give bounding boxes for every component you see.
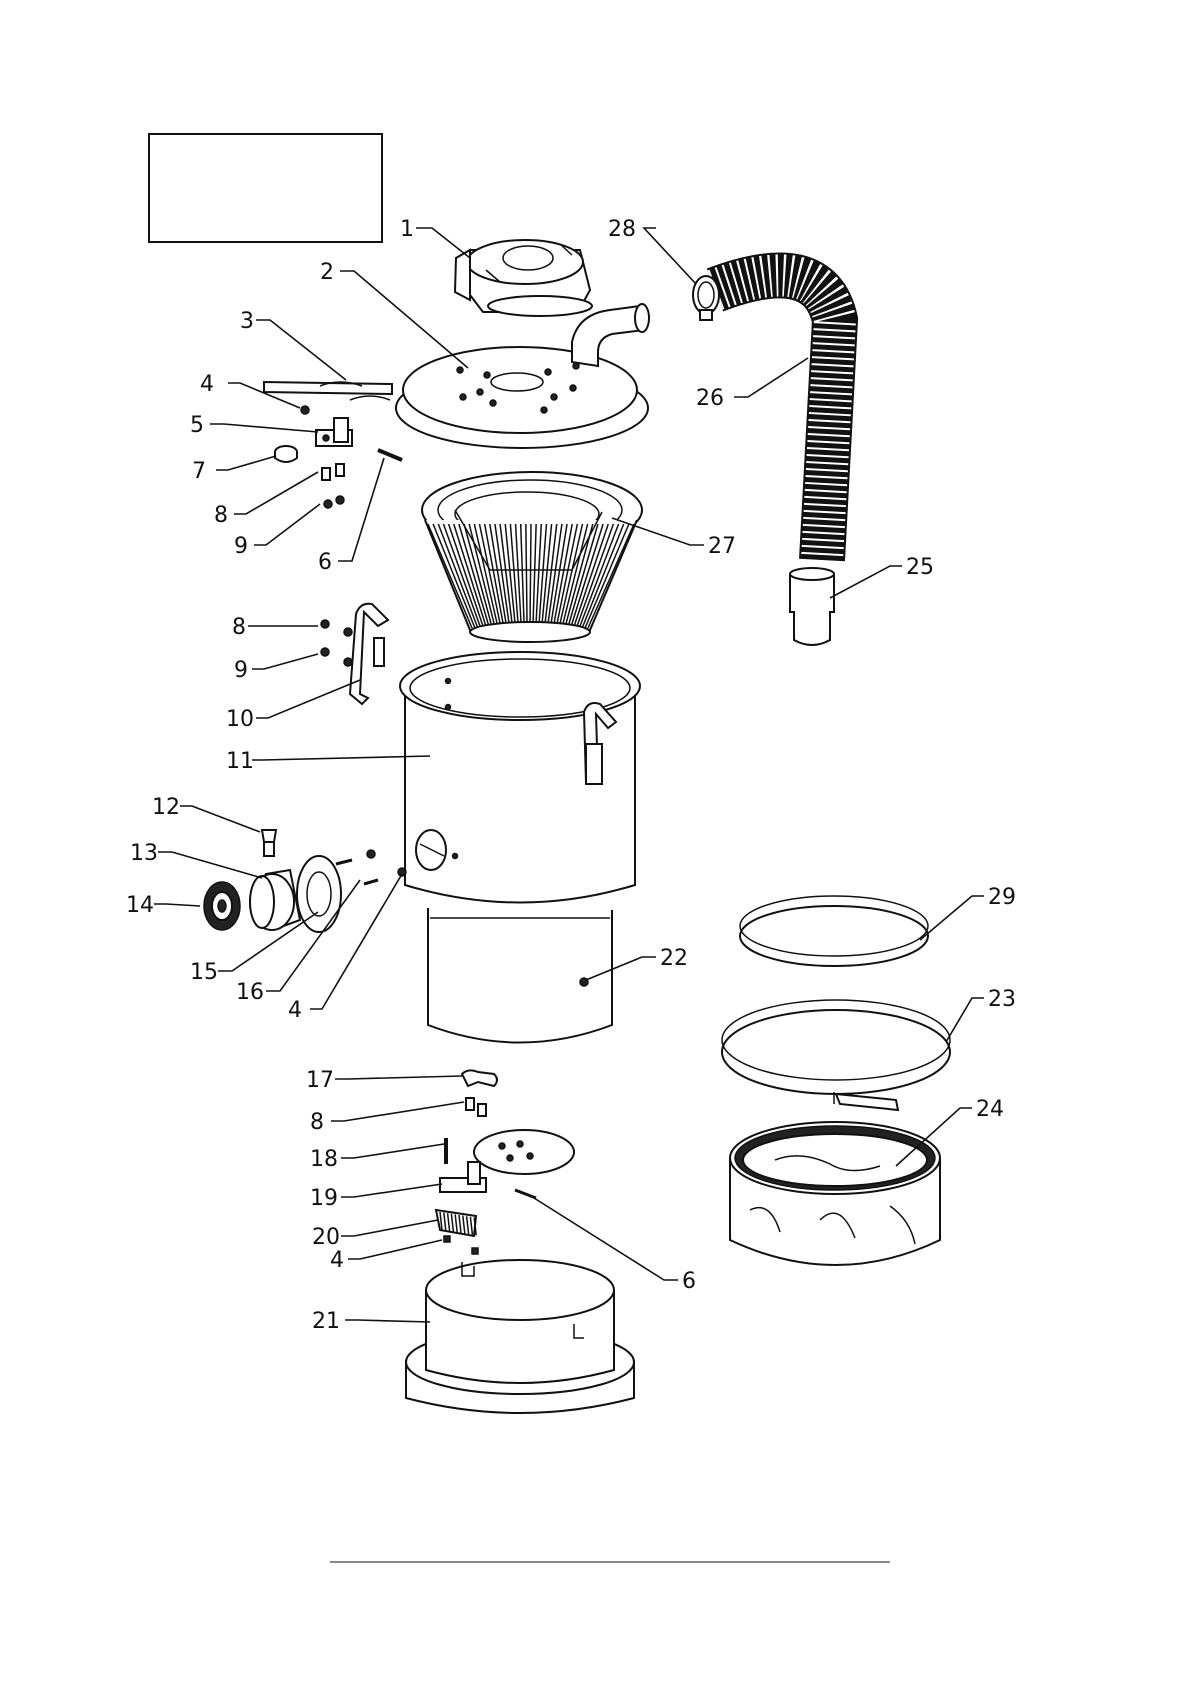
part-5-hinge-bracket xyxy=(316,418,352,446)
callout-8: 8 xyxy=(214,503,228,528)
part-20-brush xyxy=(436,1210,476,1236)
part-19-flap-plate xyxy=(440,1130,574,1198)
callout-19: 19 xyxy=(310,1186,338,1211)
callout-26: 26 xyxy=(696,386,724,411)
callout-8: 8 xyxy=(232,615,246,640)
part-13-inlet-housing xyxy=(250,870,300,930)
part-27-filter-basket xyxy=(422,472,642,642)
part-2-lid xyxy=(396,304,649,448)
callout-27: 27 xyxy=(708,534,736,559)
part-15-gasket xyxy=(297,856,341,932)
callout-8: 8 xyxy=(310,1110,324,1135)
part-23-hoop xyxy=(722,1000,950,1110)
callout-4: 4 xyxy=(200,372,214,397)
part-12-fitting xyxy=(262,830,276,856)
callout-9: 9 xyxy=(234,658,248,683)
part-9-nuts-upper xyxy=(324,496,344,508)
callout-4: 4 xyxy=(288,998,302,1023)
callout-5: 5 xyxy=(190,413,204,438)
callout-23: 23 xyxy=(988,987,1016,1012)
callout-4: 4 xyxy=(330,1248,344,1273)
part-26-hose xyxy=(715,275,835,560)
part-11-drum xyxy=(400,652,640,903)
callout-13: 13 xyxy=(130,841,158,866)
part-25-cuff xyxy=(790,568,834,645)
callout-15: 15 xyxy=(190,960,218,985)
title-box xyxy=(149,134,382,242)
callout-12: 12 xyxy=(152,795,180,820)
part-28-clamp xyxy=(693,276,719,320)
callout-14: 14 xyxy=(126,893,154,918)
part-17-clip xyxy=(462,1070,497,1086)
part-22-lower-cylinder xyxy=(428,908,612,1043)
callout-9: 9 xyxy=(234,534,248,559)
callout-10: 10 xyxy=(226,707,254,732)
callout-2: 2 xyxy=(320,260,334,285)
part-1-motor-cover xyxy=(455,240,592,316)
part-16-bolts xyxy=(336,850,378,884)
callout-17: 17 xyxy=(306,1068,334,1093)
part-29-band xyxy=(740,896,928,966)
part-21-base xyxy=(406,1260,634,1413)
part-6-pin-upper xyxy=(378,450,402,460)
part-4-nut-upper xyxy=(301,406,309,414)
callout-6: 6 xyxy=(682,1269,696,1294)
filter-rib xyxy=(530,524,531,628)
callout-3: 3 xyxy=(240,309,254,334)
callout-21: 21 xyxy=(312,1309,340,1334)
part-4-nuts-lower xyxy=(444,1236,478,1254)
callout-16: 16 xyxy=(236,980,264,1005)
part-8-bolts-lower xyxy=(466,1098,486,1116)
callout-24: 24 xyxy=(976,1097,1004,1122)
part-14-hose-nut xyxy=(204,882,240,930)
callout-28: 28 xyxy=(608,217,636,242)
callout-7: 7 xyxy=(192,459,206,484)
callout-22: 22 xyxy=(660,946,688,971)
callout-1: 1 xyxy=(400,217,414,242)
part-7-knob xyxy=(275,446,297,462)
callout-20: 20 xyxy=(312,1225,340,1250)
callout-29: 29 xyxy=(988,885,1016,910)
part-8-bolts-upper xyxy=(322,464,344,480)
part-3-bracket xyxy=(264,382,392,400)
part-24-filter-bag xyxy=(730,1122,940,1265)
callout-11: 11 xyxy=(226,749,254,774)
part-9-nuts-mid xyxy=(321,648,352,666)
callout-6: 6 xyxy=(318,550,332,575)
part-8-bolts-mid xyxy=(321,620,352,636)
part-10-latch xyxy=(350,604,388,704)
callout-25: 25 xyxy=(906,555,934,580)
callout-18: 18 xyxy=(310,1147,338,1172)
